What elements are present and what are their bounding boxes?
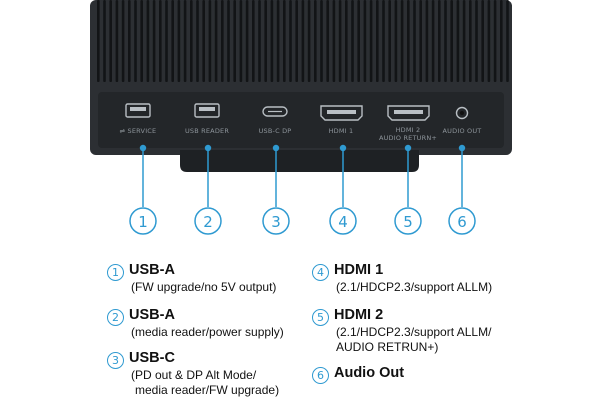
legend-desc: (2.1/HDCP2.3/support ALLM/ AUDIO RETRUN+… (336, 325, 492, 354)
port-label-2: USB READER (185, 127, 229, 135)
callout-circle (194, 207, 222, 235)
callout-number: 2 (203, 213, 213, 231)
legend-title: USB-A (129, 262, 175, 278)
legend-desc: (FW upgrade/no 5V output) (131, 280, 277, 294)
port-label-4: HDMI 1 (329, 127, 354, 135)
callout-number: 4 (338, 213, 348, 231)
callouts: 1 2 3 4 5 6 (129, 144, 476, 235)
number-badge: 5 (312, 309, 329, 326)
number-badge: 1 (107, 264, 124, 281)
usb-a-port-1 (125, 103, 151, 118)
legend-title: HDMI 2 (334, 307, 384, 323)
hdmi-port-2 (387, 105, 430, 121)
callout-circle (448, 207, 476, 235)
port-label-3: USB-C DP (259, 127, 292, 135)
number-badge: 2 (107, 309, 124, 326)
callout-number: 6 (457, 213, 467, 231)
stand-base (180, 150, 419, 172)
callout-dot (272, 144, 280, 152)
callout-number: 1 (138, 213, 148, 231)
usb-a-port-icon (194, 103, 220, 118)
legend-desc: (2.1/HDCP2.3/support ALLM) (336, 280, 493, 294)
legend-title: Audio Out (334, 365, 405, 381)
callout-dot (458, 144, 466, 152)
callout-dot (339, 144, 347, 152)
callout-number: 3 (271, 213, 281, 231)
hdmi-port-icon (320, 105, 363, 121)
legend-desc: (media reader/power supply) (131, 325, 284, 339)
callout-circle (129, 207, 157, 235)
number-badge: 6 (312, 367, 329, 384)
callout-circle (262, 207, 290, 235)
hdmi-port-icon (387, 105, 430, 121)
hdmi-port-1 (320, 105, 363, 121)
number-badge: 3 (107, 352, 124, 369)
legend-title: USB-C (129, 350, 175, 366)
callout-dot (139, 144, 147, 152)
legend-title: HDMI 1 (334, 262, 384, 278)
usb-c-port (262, 106, 288, 117)
usb-a-port-2 (194, 103, 220, 118)
callout-circle (329, 207, 357, 235)
device-back-panel (90, 0, 512, 172)
callout-dot (204, 144, 212, 152)
callout-number: 5 (403, 213, 413, 231)
port-label-5: HDMI 2 (396, 126, 421, 134)
audio-jack (455, 106, 469, 120)
port-label-6: AUDIO OUT (443, 127, 482, 135)
callout-circle (394, 207, 422, 235)
audio-jack-icon (455, 106, 469, 120)
usb-a-port-icon (125, 103, 151, 118)
legend-desc: (PD out & DP Alt Mode/ media reader/FW u… (131, 368, 280, 397)
port-label-5-line2: AUDIO RETURN+ (379, 134, 437, 142)
port-label-1: ⇌ SERVICE (120, 127, 157, 135)
vent-grille (97, 0, 509, 82)
number-badge: 4 (312, 264, 329, 281)
usb-c-port-icon (262, 106, 288, 117)
legend-title: USB-A (129, 307, 175, 323)
callout-dot (404, 144, 412, 152)
